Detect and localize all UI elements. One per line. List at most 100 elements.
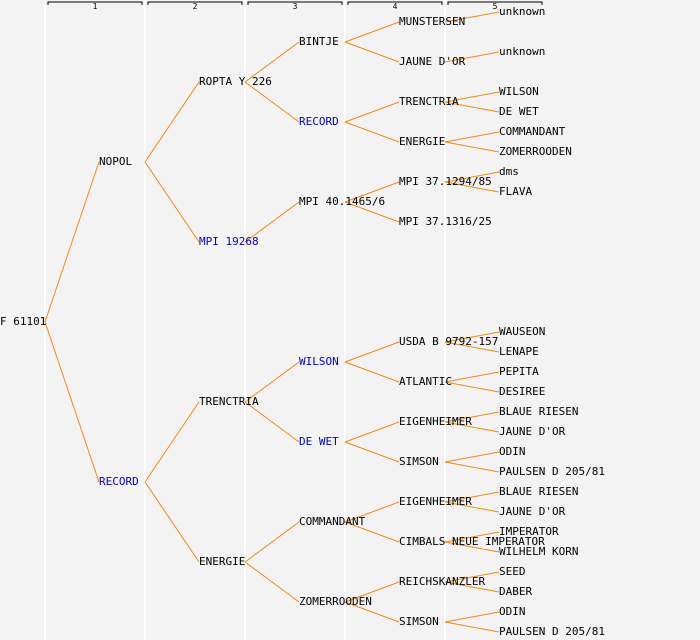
connector-line xyxy=(344,201,400,223)
ancestor-node-gen2[interactable]: ENERGIE xyxy=(199,555,246,568)
ancestor-node-gen5[interactable]: JAUNE D'OR xyxy=(499,505,566,518)
ancestor-node-gen5[interactable]: ZOMERROODEN xyxy=(499,145,572,158)
ancestor-node-gen4[interactable]: EIGENHEIMER xyxy=(399,415,472,428)
connector-line xyxy=(244,41,300,83)
ancestor-node-gen4[interactable]: MUNSTERSEN xyxy=(399,15,466,28)
ancestor-node-gen4[interactable]: JAUNE D'OR xyxy=(399,55,466,68)
connector-line xyxy=(144,161,200,243)
connector-line xyxy=(444,141,500,153)
ancestor-node-gen5[interactable]: WILHELM KORN xyxy=(499,545,579,558)
ancestor-node-gen1[interactable]: RECORD xyxy=(99,475,139,488)
connector-line xyxy=(44,321,100,483)
ancestor-node-gen3[interactable]: WILSON xyxy=(299,355,339,368)
ancestor-node-gen5[interactable]: PAULSEN D 205/81 xyxy=(499,465,605,478)
ancestor-node-gen5[interactable]: ODIN xyxy=(499,445,526,458)
root-node[interactable]: F 61101 xyxy=(0,315,47,328)
ancestor-node-gen4[interactable]: MPI 37.1294/85 xyxy=(399,175,492,188)
ancestor-node-gen5[interactable]: SEED xyxy=(499,565,526,578)
connector-line xyxy=(144,401,200,483)
connector-line xyxy=(244,521,300,563)
connector-line xyxy=(444,91,500,103)
connector-line xyxy=(344,441,400,463)
ancestor-node-gen4[interactable]: SIMSON xyxy=(399,615,439,628)
ancestor-node-gen2[interactable]: ROPTA Y 226 xyxy=(199,75,272,88)
ancestor-node-gen5[interactable]: BLAUE RIESEN xyxy=(499,485,579,498)
ancestor-node-gen5[interactable]: DE WET xyxy=(499,105,539,118)
ancestor-node-gen4[interactable]: CIMBALS NEUE IMPERATOR xyxy=(399,535,545,548)
ancestor-node-gen3[interactable]: ZOMERROODEN xyxy=(299,595,372,608)
connector-line xyxy=(344,361,400,383)
connector-line xyxy=(444,531,500,543)
connector-line xyxy=(444,11,500,23)
ancestor-node-gen3[interactable]: MPI 40.1465/6 xyxy=(299,195,386,208)
connector-line xyxy=(244,361,300,403)
connector-line xyxy=(444,451,500,463)
connector-line xyxy=(344,581,400,603)
ancestor-node-gen2[interactable]: TRENCTRIA xyxy=(199,395,259,408)
connector-line xyxy=(244,561,300,603)
connector-line xyxy=(344,601,400,623)
connector-line xyxy=(344,341,400,363)
ancestor-node-gen5[interactable]: PAULSEN D 205/81 xyxy=(499,625,605,638)
ancestor-node-gen3[interactable]: DE WET xyxy=(299,435,339,448)
connector-line xyxy=(444,421,500,433)
connector-line xyxy=(444,181,500,193)
ancestor-node-gen5[interactable]: dms xyxy=(499,165,519,178)
connector-line xyxy=(444,491,500,503)
generation-header: 2 xyxy=(192,2,198,11)
ancestor-node-gen5[interactable]: WAUSEON xyxy=(499,325,546,338)
ancestor-node-gen5[interactable]: WILSON xyxy=(499,85,539,98)
connector-line xyxy=(444,381,500,393)
ancestor-node-gen1[interactable]: NOPOL xyxy=(99,155,133,168)
generation-header: 4 xyxy=(392,2,398,11)
ancestor-node-gen5[interactable]: unknown xyxy=(499,45,546,58)
generation-header: 3 xyxy=(292,2,298,11)
ancestor-node-gen5[interactable]: COMMANDANT xyxy=(499,125,566,138)
connector-line xyxy=(344,21,400,43)
ancestor-node-gen5[interactable]: DESIREE xyxy=(499,385,546,398)
connector-line xyxy=(444,51,500,63)
ancestor-node-gen4[interactable]: SIMSON xyxy=(399,455,439,468)
connector-line xyxy=(444,461,500,473)
connector-line xyxy=(444,371,500,383)
ancestor-node-gen4[interactable]: EIGENHEIMER xyxy=(399,495,472,508)
connector-line xyxy=(344,521,400,543)
connector-line xyxy=(344,501,400,523)
ancestor-node-gen2[interactable]: MPI 19268 xyxy=(199,235,259,248)
ancestor-node-gen4[interactable]: ATLANTIC xyxy=(399,375,452,388)
ancestor-node-gen5[interactable]: ODIN xyxy=(499,605,526,618)
generation-header: 5 xyxy=(492,2,498,11)
ancestor-node-gen4[interactable]: TRENCTRIA xyxy=(399,95,459,108)
connector-line xyxy=(144,481,200,563)
ancestor-node-gen4[interactable]: ENERGIE xyxy=(399,135,446,148)
ancestor-node-gen5[interactable]: unknown xyxy=(499,5,546,18)
ancestor-node-gen5[interactable]: JAUNE D'OR xyxy=(499,425,566,438)
ancestor-node-gen5[interactable]: DABER xyxy=(499,585,533,598)
ancestor-node-gen5[interactable]: LENAPE xyxy=(499,345,539,358)
connector-line xyxy=(444,621,500,633)
connector-line xyxy=(344,121,400,143)
ancestor-node-gen5[interactable]: IMPERATOR xyxy=(499,525,559,538)
connector-line xyxy=(344,421,400,443)
ancestor-node-gen4[interactable]: REICHSKANZLER xyxy=(399,575,486,588)
ancestor-node-gen3[interactable]: COMMANDANT xyxy=(299,515,366,528)
connector-line xyxy=(244,401,300,443)
generation-header: 1 xyxy=(92,2,98,11)
ancestor-node-gen4[interactable]: USDA B 9792-157 xyxy=(399,335,499,348)
ancestor-node-gen5[interactable]: FLAVA xyxy=(499,185,533,198)
generation-bracket xyxy=(147,1,243,5)
connector-line xyxy=(444,131,500,143)
ancestor-node-gen5[interactable]: BLAUE RIESEN xyxy=(499,405,579,418)
ancestor-node-gen4[interactable]: MPI 37.1316/25 xyxy=(399,215,492,228)
connector-line xyxy=(244,81,300,123)
connector-line xyxy=(444,501,500,513)
ancestor-node-gen3[interactable]: BINTJE xyxy=(299,35,339,48)
connector-line xyxy=(344,101,400,123)
generation-bracket xyxy=(247,1,343,5)
ancestor-node-gen3[interactable]: RECORD xyxy=(299,115,339,128)
ancestor-node-gen5[interactable]: PEPITA xyxy=(499,365,539,378)
connector-line xyxy=(344,41,400,63)
connector-line xyxy=(444,171,500,183)
